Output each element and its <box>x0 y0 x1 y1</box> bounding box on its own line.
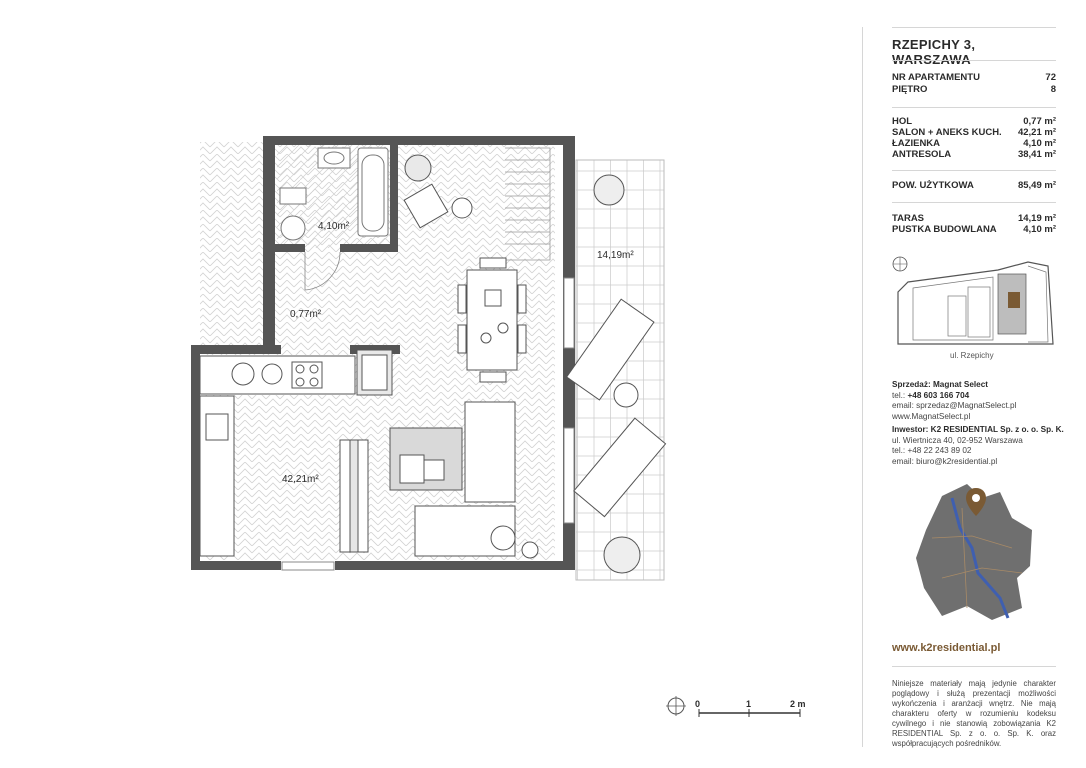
divider <box>892 666 1056 667</box>
divider <box>892 60 1056 61</box>
windows <box>281 277 575 571</box>
street-label: ul. Rzepichy <box>950 351 994 360</box>
floor-plan: 4,10m² 0,77m² 42,21m² 14,19m² <box>191 136 801 717</box>
info-panel <box>862 27 1059 747</box>
disclaimer: Niniejsze materiały mają jedynie charakt… <box>892 679 1056 748</box>
bathroom-fixtures <box>279 147 389 241</box>
website-link[interactable]: www.k2residential.pl <box>892 642 1001 654</box>
kitchen <box>199 349 393 557</box>
divider <box>892 170 1056 171</box>
scale-label-2: 2 m <box>790 699 806 709</box>
sales-email-link[interactable]: email: sprzedaz@MagnatSelect.pl <box>892 401 1017 410</box>
sales-website-link[interactable]: www.MagnatSelect.pl <box>892 411 971 421</box>
armchair <box>403 154 473 229</box>
sales-contact: Sprzedaż: Magnat Select tel.: +48 603 16… <box>892 380 1017 421</box>
dining-table <box>457 257 527 383</box>
compass-icon <box>666 696 686 716</box>
label-hall: 0,77m² <box>290 309 322 320</box>
scale-label-1: 1 <box>746 699 752 709</box>
divider <box>892 202 1056 203</box>
living-furniture <box>339 401 539 559</box>
label-terrace: 14,19m² <box>597 250 634 261</box>
label-bathroom: 4,10m² <box>318 221 350 232</box>
scale-label-0: 0 <box>695 699 701 709</box>
door-swing <box>304 251 341 291</box>
city-map <box>916 484 1032 620</box>
page-title: RZEPICHY 3, WARSZAWA <box>892 37 976 67</box>
site-plan-thumbnail <box>892 256 1054 345</box>
terrace <box>565 159 667 581</box>
investor-email-link[interactable]: email: biuro@k2residential.pl <box>892 456 998 466</box>
label-living: 42,21m² <box>282 474 319 485</box>
divider <box>892 27 1056 28</box>
scale-bar <box>698 709 801 717</box>
investor-contact: Inwestor: K2 RESIDENTIAL Sp. z o. o. Sp.… <box>892 425 1064 466</box>
room-row-living: SALON + ANEKS KUCH.42,21 m² <box>892 127 1056 138</box>
stairs <box>505 147 551 261</box>
divider <box>892 107 1056 108</box>
